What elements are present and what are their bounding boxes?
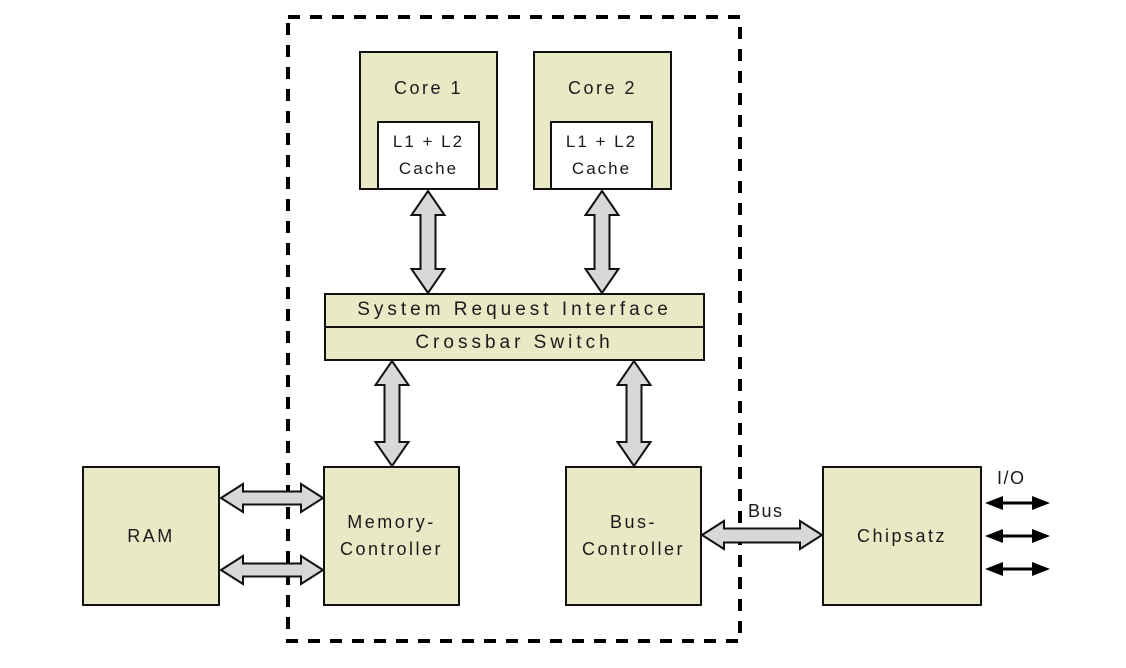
node-cache2-label: L1 + L2 Cache [565,132,638,178]
node-system-request-interface-label: System Request Interface [357,299,672,321]
node-cache2: L1 + L2 Cache [550,121,653,190]
arrow-chipsatz-io-2 [985,529,1050,543]
node-chipsatz-label: Chipsatz [856,525,948,546]
node-core2-label: Core 2 [567,78,638,98]
io-label: I/O [997,468,1026,488]
arrow-cache2-sri [583,189,621,295]
arrow-bus-controller-chipsatz [700,519,824,551]
node-memory-controller: Memory- Controller [323,466,460,606]
arrow-crossbar-memory-controller [373,359,411,468]
cpu-package-boundary [286,15,742,643]
node-cache1-label: L1 + L2 Cache [392,132,465,178]
node-crossbar-switch-label: Crossbar Switch [415,332,614,354]
arrow-chipsatz-io-3 [985,562,1050,576]
node-crossbar-switch: Crossbar Switch [324,326,705,361]
node-bus-controller-label: Bus- Controller [581,512,686,559]
node-core1-label: Core 1 [393,78,464,98]
node-ram-label: RAM [127,525,175,546]
node-memory-controller-label: Memory- Controller [339,512,444,559]
arrow-ram-memory-controller-lower [219,554,325,586]
node-cache1: L1 + L2 Cache [377,121,480,190]
bus-label: Bus [748,501,784,521]
arrow-chipsatz-io-1 [985,496,1050,510]
node-ram: RAM [82,466,220,606]
arrow-cache1-sri [409,189,447,295]
node-bus-controller: Bus- Controller [565,466,702,606]
arrow-crossbar-bus-controller [615,359,653,468]
arrow-ram-memory-controller-upper [219,482,325,514]
node-chipsatz: Chipsatz [822,466,982,606]
node-system-request-interface: System Request Interface [324,293,705,328]
